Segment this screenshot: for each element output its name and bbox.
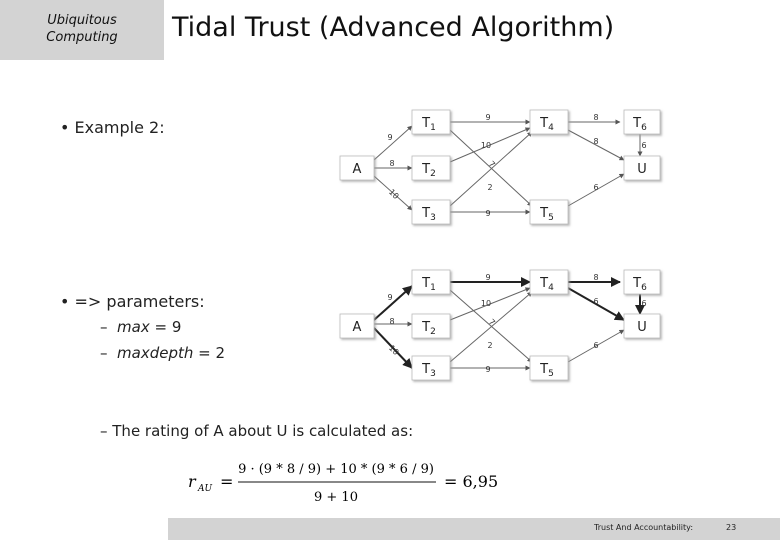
svg-text:A: A (353, 320, 362, 335)
svg-text:7: 7 (487, 159, 497, 169)
svg-text:6: 6 (593, 183, 598, 192)
node-t1 (411, 269, 451, 295)
svg-text:T2: T2 (421, 320, 436, 337)
svg-text:10: 10 (481, 141, 491, 150)
svg-text:T3: T3 (421, 362, 436, 379)
slide-title: Tidal Trust (Advanced Algorithm) (172, 12, 615, 43)
node-t2 (411, 155, 451, 181)
svg-text:T4: T4 (539, 276, 554, 293)
svg-text:6: 6 (593, 297, 598, 306)
svg-text:T4: T4 (539, 116, 554, 133)
rating-text: – The rating of A about U is calculated … (100, 422, 414, 440)
svg-text:U: U (637, 320, 647, 335)
footer-bar (168, 518, 780, 540)
svg-text:8: 8 (593, 137, 598, 146)
svg-text:8: 8 (593, 113, 598, 122)
svg-text:9 · (9 * 8 / 9) + 10 * (9 * 6: 9 · (9 * 8 / 9) + 10 * (9 * 6 / 9) (238, 462, 434, 477)
svg-text:T5: T5 (539, 206, 554, 223)
footer-course: Trust And Accountability: (594, 523, 694, 532)
trust-graph-1: A T1 T2 T3 T4 T5 T6 U 9 8 10 9 10 7 2 9 … (339, 109, 661, 225)
node-u (623, 313, 661, 339)
node-a (339, 155, 375, 181)
svg-text:AU: AU (197, 484, 212, 494)
course-name: Ubiquitous Computing (46, 13, 118, 45)
node-t3 (411, 355, 451, 381)
svg-text:9: 9 (485, 365, 490, 374)
svg-text:8: 8 (389, 159, 394, 168)
bullet-parameters: • => parameters: (60, 292, 205, 311)
svg-text:6: 6 (641, 299, 646, 308)
node-t5 (529, 355, 569, 381)
bullet-example: • Example 2: (60, 118, 165, 137)
node-t3 (411, 199, 451, 225)
param-max: – max = 9 (100, 318, 182, 336)
svg-text:6: 6 (593, 341, 598, 350)
svg-text:8: 8 (389, 317, 394, 326)
node-t6 (623, 269, 661, 295)
svg-text:U: U (637, 162, 647, 177)
node-a (339, 313, 375, 339)
svg-text:T5: T5 (539, 362, 554, 379)
node-t6 (623, 109, 661, 135)
svg-text:9 + 10: 9 + 10 (314, 490, 358, 505)
svg-text:6: 6 (641, 141, 646, 150)
svg-text:= 6,95: = 6,95 (444, 472, 498, 491)
svg-text:8: 8 (593, 273, 598, 282)
svg-text:T3: T3 (421, 206, 436, 223)
param-maxdepth: – maxdepth = 2 (100, 344, 226, 362)
header-corner-box (0, 0, 164, 60)
svg-text:2: 2 (487, 341, 492, 350)
trust-graph-2: A T1 T2 T3 T4 T5 T6 U 9 8 10 9 10 7 2 9 … (339, 269, 661, 381)
node-t4 (529, 269, 569, 295)
node-t5 (529, 199, 569, 225)
svg-text:T6: T6 (632, 276, 647, 293)
node-u (623, 155, 661, 181)
node-t4 (529, 109, 569, 135)
svg-text:r: r (188, 472, 197, 491)
svg-text:A: A (353, 162, 362, 177)
page-number: 23 (726, 523, 737, 532)
rating-formula: r AU = 9 · (9 * 8 / 9) + 10 * (9 * 6 / 9… (188, 462, 498, 505)
node-t2 (411, 313, 451, 339)
svg-text:2: 2 (487, 183, 492, 192)
svg-text:7: 7 (487, 317, 497, 327)
svg-text:9: 9 (387, 133, 392, 142)
svg-text:T2: T2 (421, 162, 436, 179)
svg-text:9: 9 (485, 273, 490, 282)
svg-text:=: = (220, 472, 233, 491)
node-t1 (411, 109, 451, 135)
svg-text:9: 9 (485, 209, 490, 218)
svg-text:9: 9 (485, 113, 490, 122)
svg-text:T1: T1 (421, 276, 436, 293)
svg-text:T1: T1 (421, 116, 436, 133)
svg-text:10: 10 (481, 299, 491, 308)
svg-text:T6: T6 (632, 116, 647, 133)
svg-text:9: 9 (387, 293, 392, 302)
